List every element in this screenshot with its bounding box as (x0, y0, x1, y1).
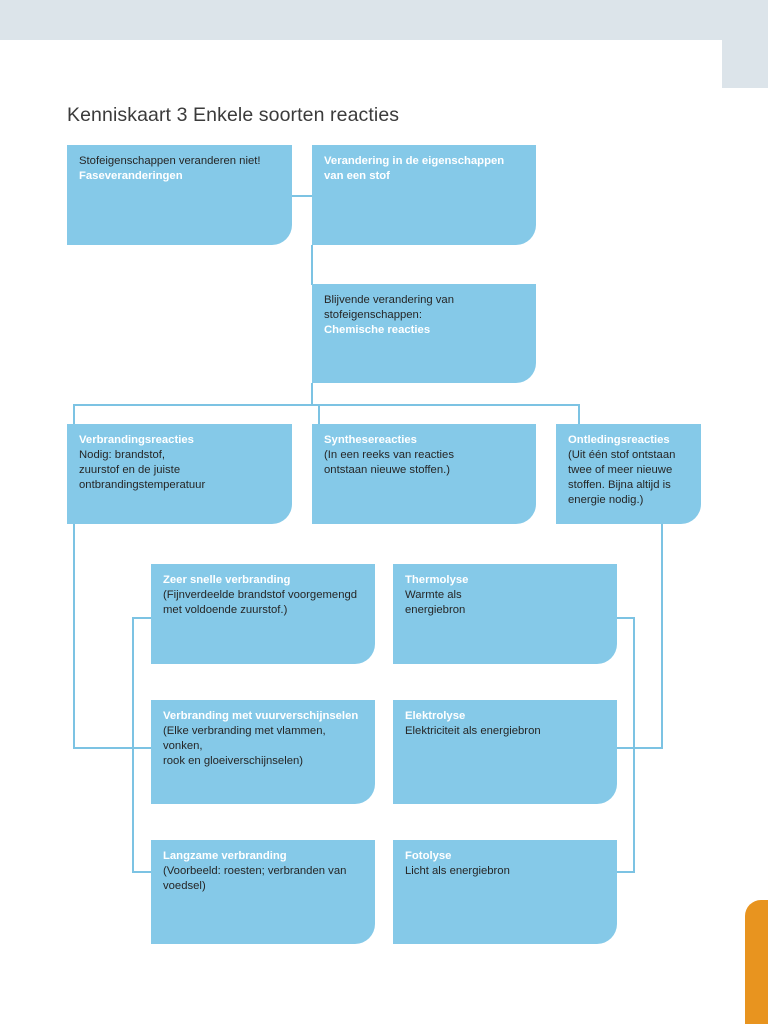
connector-right-stub-3 (615, 871, 635, 873)
connector-left-stub-2 (132, 747, 152, 749)
header-corner-notch (690, 40, 722, 88)
node-line: voedsel) (163, 879, 206, 892)
node-langzame-verbranding[interactable]: Langzame verbranding (Voorbeeld: roesten… (151, 840, 375, 944)
node-elektrolyse[interactable]: Elektrolyse Elektriciteit als energiebro… (393, 700, 617, 804)
node-line: Warmte als (405, 588, 462, 601)
node-line: Langzame verbranding (163, 850, 287, 862)
node-line: ontstaan nieuwe stoffen.) (324, 463, 451, 476)
node-line: Fotolyse (405, 850, 452, 862)
node-verbrandingsreacties[interactable]: Verbrandingsreacties Nodig: brandstof, z… (67, 424, 292, 524)
accent-tab (745, 900, 768, 1024)
node-line: Stofeigenschappen veranderen niet! (79, 155, 261, 167)
header-right-column (722, 0, 768, 88)
connector-left-trunk (73, 524, 75, 749)
connector-right-stub-1 (615, 617, 635, 619)
node-line: (Elke verbranding met vlammen, vonken, (163, 724, 326, 752)
node-line: Nodig: brandstof, (79, 448, 166, 461)
node-line: (Uit één stof ontstaan (568, 448, 676, 461)
node-line: stofeigenschappen: (324, 308, 422, 321)
connector-left-stub-3 (132, 871, 152, 873)
node-faseveranderingen[interactable]: Stofeigenschappen veranderen niet! Fasev… (67, 145, 292, 245)
connector-left-trunk-to-bracket (73, 747, 134, 749)
node-verandering-eigenschappen[interactable]: Verandering in de eigenschappen van een … (312, 145, 536, 245)
connector-chemische-down (311, 383, 313, 405)
node-line: Chemische reacties (324, 323, 431, 336)
node-line: stoffen. Bijna altijd is (568, 478, 671, 491)
node-line: Thermolyse (405, 574, 469, 586)
header-band (0, 0, 768, 40)
node-line: ontbrandingstemperatuur (79, 478, 206, 491)
connector-row1-horizontal (290, 195, 312, 197)
connector-right-stub-2 (615, 747, 635, 749)
connector-right-bracket (633, 617, 635, 873)
node-line: met voldoende zuurstof.) (163, 603, 288, 616)
node-line: energiebron (405, 603, 466, 616)
node-line: twee of meer nieuwe (568, 463, 673, 476)
node-line: (Voorbeeld: roesten; verbranden van (163, 864, 347, 877)
page-title: Kenniskaart 3 Enkele soorten reacties (67, 104, 400, 126)
connector-drop-verbranding (73, 404, 75, 425)
node-line: Faseveranderingen (79, 169, 183, 182)
node-line: Synthesereacties (324, 434, 417, 446)
node-line: (Fijnverdeelde brandstof voorgemengd (163, 588, 358, 601)
node-line: Verbrandingsreacties (79, 434, 194, 446)
node-line: Elektrolyse (405, 710, 466, 722)
connector-distribution-bar (73, 404, 580, 406)
node-line: Verbranding met vuurverschijnselen (163, 710, 359, 722)
node-line: Zeer snelle verbranding (163, 574, 291, 586)
node-fotolyse[interactable]: Fotolyse Licht als energiebron (393, 840, 617, 944)
node-thermolyse[interactable]: Thermolyse Warmte als energiebron (393, 564, 617, 664)
node-line: rook en gloeiverschijnselen) (163, 754, 304, 767)
node-line: Blijvende verandering van (324, 294, 454, 306)
connector-right-trunk (661, 524, 663, 749)
node-line: zuurstof en de juiste (79, 463, 181, 476)
connector-left-bracket (132, 617, 134, 873)
node-verbranding-met-vuurverschijnselen[interactable]: Verbranding met vuurverschijnselen (Elke… (151, 700, 375, 804)
node-line: Licht als energiebron (405, 864, 510, 877)
connector-drop-ontleding (578, 404, 580, 425)
node-line: Verandering in de eigenschappen (324, 155, 505, 167)
node-zeer-snelle-verbranding[interactable]: Zeer snelle verbranding (Fijnverdeelde b… (151, 564, 375, 664)
node-ontledingsreacties[interactable]: Ontledingsreacties (Uit één stof ontstaa… (556, 424, 701, 524)
node-line: Elektriciteit als energiebron (405, 724, 541, 737)
connector-right-trunk-to-bracket (633, 747, 663, 749)
node-line: van een stof (324, 169, 390, 182)
node-line: Ontledingsreacties (568, 434, 670, 446)
node-line: energie nodig.) (568, 493, 644, 506)
node-line: (In een reeks van reacties (324, 448, 454, 461)
node-chemische-reacties[interactable]: Blijvende verandering van stofeigenschap… (312, 284, 536, 383)
connector-drop-synthese (318, 404, 320, 425)
connector-verandering-to-chemische (311, 245, 313, 285)
node-synthesereacties[interactable]: Synthesereacties (In een reeks van react… (312, 424, 536, 524)
connector-left-stub-1 (132, 617, 152, 619)
